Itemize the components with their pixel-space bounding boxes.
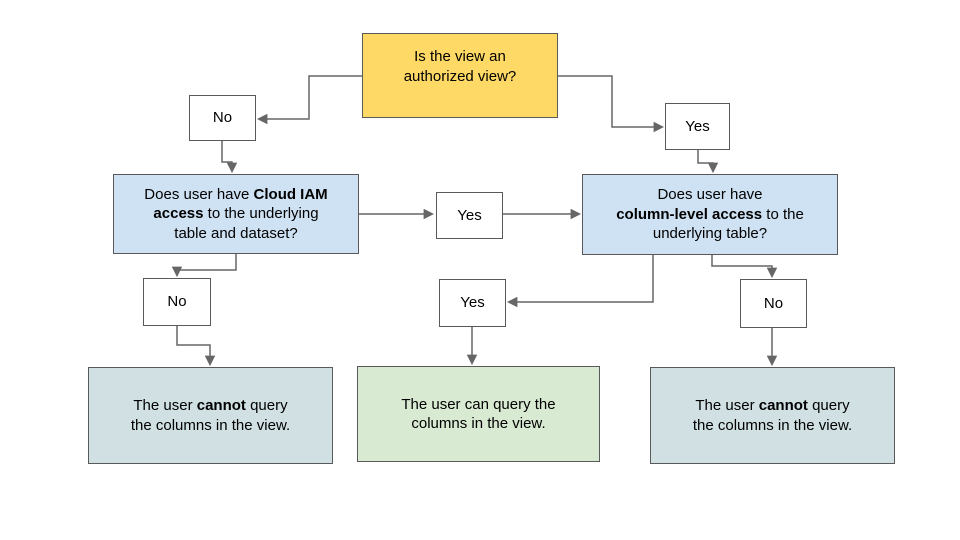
result-can-query: The user can query the columns in the vi…	[357, 366, 600, 462]
result-line: the columns in the view.	[693, 416, 852, 436]
result-text: The user	[695, 397, 759, 414]
result-text: the columns in the view.	[692, 416, 853, 434]
result-text-bold: cannot	[758, 397, 808, 414]
result-text: The user	[133, 397, 197, 414]
result-cannot-query-right: The user cannot query the columns in the…	[650, 367, 895, 464]
decision-authorized-view: Is the view an authorized view?	[362, 33, 558, 118]
result-text: query	[245, 397, 288, 414]
question-line: underlying table?	[653, 224, 767, 244]
result-text: The user can query the	[401, 395, 556, 413]
branch-label-no-top: No	[189, 95, 256, 141]
branch-label-yes-mid: Yes	[436, 192, 503, 239]
question-text: Does user have	[657, 186, 763, 204]
question-line: access to the underlying	[153, 204, 318, 224]
question-line: column-level access to the	[616, 205, 804, 225]
edge-q-iam-to-no-left	[171, 254, 237, 278]
result-line: The user cannot query	[695, 396, 849, 416]
result-line: The user cannot query	[133, 396, 287, 416]
edge-no-left-to-result-left	[176, 326, 216, 367]
question-text-bold: column-level access	[616, 205, 763, 223]
edge-q-col-to-no-right	[711, 255, 778, 279]
branch-label-yes-bottom: Yes	[439, 279, 506, 327]
branch-label-text: Yes	[460, 294, 485, 312]
edge-q-col-to-yes-bottom	[506, 255, 654, 308]
question-text-bold: Cloud IAM	[253, 185, 328, 203]
result-line: the columns in the view.	[131, 416, 290, 436]
question-text-bold: access	[153, 205, 204, 223]
result-text: columns in the view.	[411, 415, 546, 432]
decision-line: Is the view an	[414, 48, 506, 65]
branch-label-text: No	[763, 294, 784, 312]
question-line: Does user have	[657, 185, 762, 205]
branch-label-yes-top: Yes	[665, 103, 730, 150]
branch-label-no-right: No	[740, 279, 807, 328]
edge-no-top-to-q-iam	[221, 141, 238, 174]
question-text: to the	[762, 205, 804, 223]
branch-label-text: Yes	[457, 206, 482, 224]
branch-label-text: No	[167, 293, 187, 311]
question-text: to the underlying	[203, 205, 319, 223]
edge-yes-top-to-q-col	[697, 150, 719, 174]
question-column-level-access: Does user have column-level access to th…	[582, 174, 838, 255]
branch-label-text: Yes	[685, 117, 710, 135]
result-cannot-query-left: The user cannot query the columns in the…	[88, 367, 333, 464]
question-text: underlying table?	[652, 225, 768, 243]
question-line: table and dataset?	[174, 224, 297, 244]
result-text: the columns in the view.	[130, 416, 291, 434]
result-text: query	[807, 397, 850, 414]
edge-root-to-yes-top	[558, 75, 665, 133]
edge-root-to-no-top	[256, 75, 362, 125]
question-line: Does user have Cloud IAM	[144, 185, 327, 205]
decision-line: authorized view?	[403, 67, 517, 85]
question-cloud-iam-access: Does user have Cloud IAM access to the u…	[113, 174, 359, 254]
branch-label-no-left: No	[143, 278, 211, 326]
question-text: table and dataset?	[174, 224, 298, 242]
result-line: columns in the view.	[411, 414, 545, 434]
branch-label-text: No	[212, 109, 233, 127]
result-text-bold: cannot	[196, 397, 246, 414]
result-line: The user can query the	[401, 395, 555, 415]
question-text: Does user have	[144, 185, 254, 203]
